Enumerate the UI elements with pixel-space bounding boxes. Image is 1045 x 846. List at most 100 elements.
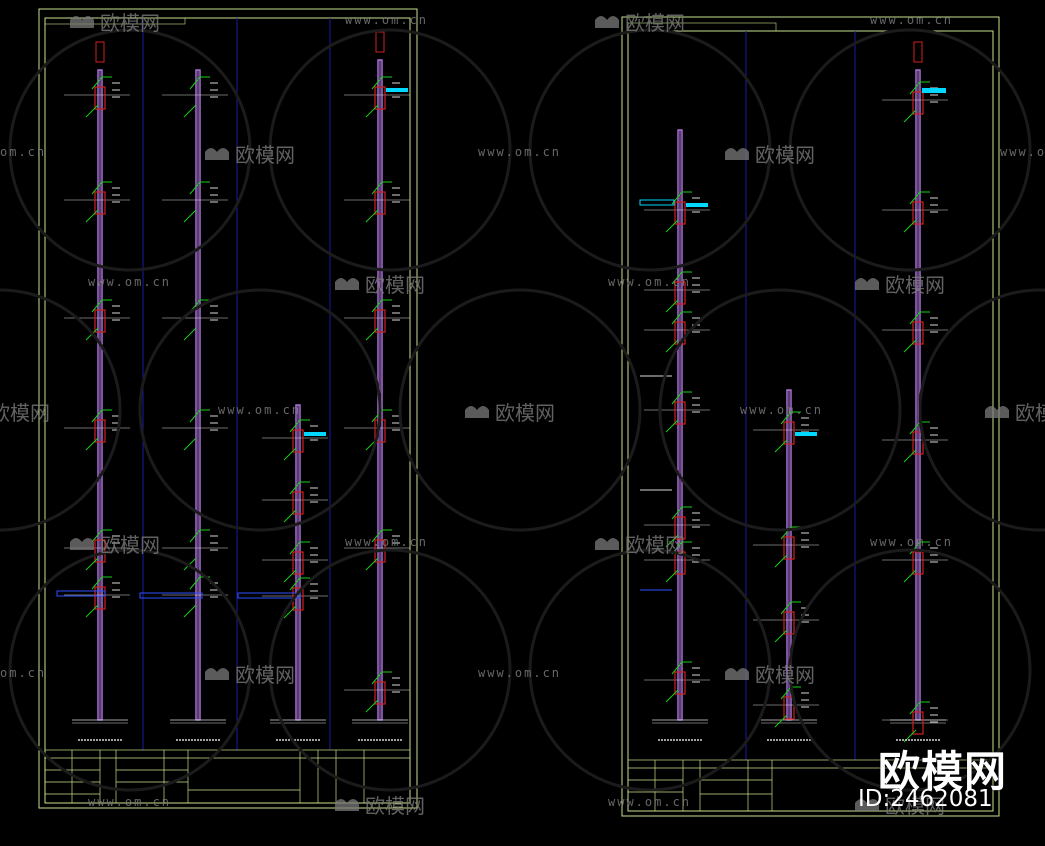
section-node (674, 551, 686, 575)
sofa-icon (335, 799, 359, 811)
watermark-brand-text: 欧模网 (495, 401, 555, 425)
leader-line (283, 569, 297, 583)
leader-line (665, 689, 679, 703)
leader-line (183, 437, 197, 451)
watermark-ring (788, 548, 1032, 792)
section-node (674, 671, 686, 695)
leader-line (909, 81, 930, 95)
leader-line (671, 541, 692, 555)
leader-line (671, 391, 692, 405)
watermark-brand: 欧模网 (335, 273, 425, 297)
watermark-url-text: www.om.cn (88, 795, 171, 809)
leader-line (283, 605, 297, 619)
leader-line (780, 601, 801, 615)
section-node (292, 551, 304, 575)
section-node (783, 421, 795, 445)
watermark-brand: 欧模网 (335, 794, 425, 818)
leader-line (189, 299, 210, 313)
leader-line (909, 701, 930, 715)
section-node (292, 491, 304, 515)
sill-bar (56, 590, 106, 597)
leader-line (365, 209, 379, 223)
leader-line (183, 327, 197, 341)
sill-bar (639, 199, 675, 206)
left-sheet-outer-border (38, 8, 418, 809)
leader-line (371, 76, 392, 90)
section-node (912, 431, 924, 455)
leader-line (189, 529, 210, 543)
accent-bar (922, 88, 946, 93)
leader-line (780, 526, 801, 540)
leader-line (665, 339, 679, 353)
watermark-brand: 欧模网 (725, 663, 815, 687)
leader-line (189, 76, 210, 90)
watermark-brand: 欧模网 (855, 794, 945, 818)
accent-bar (386, 88, 408, 92)
watermark-brand-text: 欧模网 (885, 273, 945, 297)
logo-id-label: ID:2462081 (858, 786, 993, 812)
wall-section (139, 69, 228, 741)
leader-line (289, 577, 310, 591)
watermark-brand: 欧模网 (855, 273, 945, 297)
sofa-icon (205, 668, 229, 680)
leader-line (189, 409, 210, 423)
sofa-icon (725, 148, 749, 160)
leader-line (85, 209, 99, 223)
leader-line (903, 219, 917, 233)
watermark-brand-text: 欧模网 (235, 663, 295, 687)
leader-line (85, 604, 99, 618)
watermark-ring (918, 288, 1045, 532)
leader-line (371, 529, 392, 543)
section-node (912, 551, 924, 575)
section-node (912, 91, 924, 115)
watermark-brand-text: 欧模网 (755, 143, 815, 167)
section-node (912, 711, 924, 735)
section-node (94, 309, 106, 333)
leader-line (365, 104, 379, 118)
section-node (674, 401, 686, 425)
section-node (783, 536, 795, 560)
left-sheet-top-stamp (44, 17, 186, 25)
leader-line (774, 554, 788, 568)
leader-line (903, 339, 917, 353)
leader-line (909, 311, 930, 325)
leader-line (671, 506, 692, 520)
watermark-brand-text: 欧模网 (100, 11, 160, 35)
watermark-layer: 欧模网欧模网欧模网欧模网欧模网欧模网欧模网欧模网欧模网欧模网欧模网欧模网欧模网欧… (0, 11, 1045, 818)
watermark-url-text: www.om.cn (740, 403, 823, 417)
sofa-icon (595, 538, 619, 550)
watermark-ring (268, 548, 512, 792)
leader-line (91, 409, 112, 423)
right-sheet-top-stamp (627, 22, 777, 32)
leader-line (903, 569, 917, 583)
watermark-brand: 欧模网 (205, 663, 295, 687)
watermark-brand-text: 欧模网 (885, 794, 945, 818)
leader-line (665, 219, 679, 233)
watermark-brand: 欧模网 (595, 533, 685, 557)
leader-line (365, 557, 379, 571)
leader-line (91, 76, 112, 90)
watermark-brand: 欧模网 (0, 401, 50, 425)
wall-section (237, 404, 328, 741)
watermark-ring (528, 28, 772, 272)
watermark-url-text: www.om.cn (88, 275, 171, 289)
watermark-url-text: www.om.cn (218, 403, 301, 417)
watermark-brand: 欧模网 (465, 401, 555, 425)
wall-section (56, 41, 130, 741)
leader-line (671, 661, 692, 675)
leader-line (189, 181, 210, 195)
watermark-brand-text: 欧模网 (235, 143, 295, 167)
sofa-icon (595, 16, 619, 28)
watermark-ring (138, 288, 382, 532)
wall-section (644, 129, 710, 741)
watermark-url-text: om.cn (0, 145, 46, 159)
watermark-brand-text: 欧模网 (100, 533, 160, 557)
section-node (674, 281, 686, 305)
leader-line (371, 299, 392, 313)
leader-line (774, 629, 788, 643)
section-node (783, 696, 795, 720)
watermark-ring (8, 28, 252, 272)
watermark-ring (398, 288, 642, 532)
watermark-url-text: www.om.cn (1000, 145, 1045, 159)
